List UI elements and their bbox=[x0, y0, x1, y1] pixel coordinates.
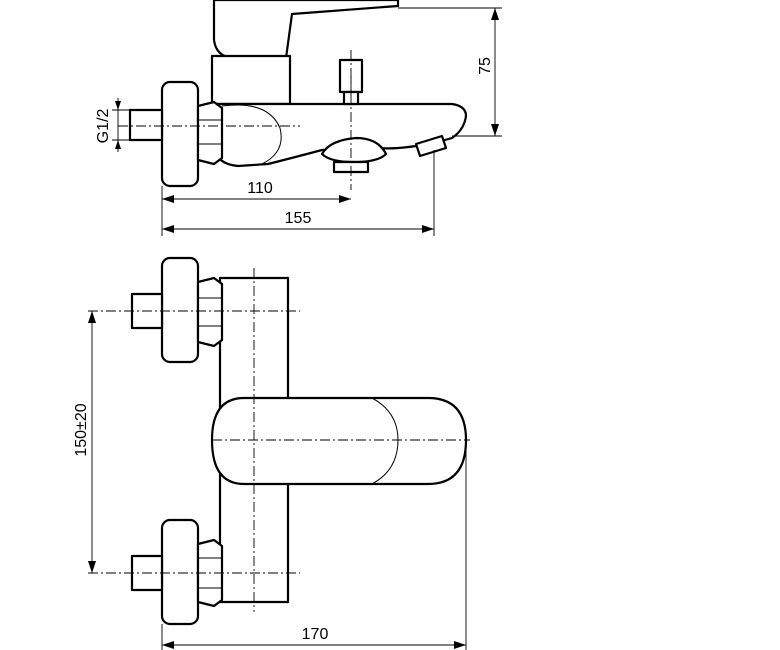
side-view-wall-flange bbox=[160, 80, 200, 188]
dimension-centers: 150±20 bbox=[73, 311, 96, 573]
front-view-upper-flange bbox=[160, 256, 200, 364]
dimension-depth-label: 155 bbox=[285, 210, 312, 227]
dimension-width-label: 170 bbox=[302, 626, 329, 643]
side-view-cartridge bbox=[210, 54, 292, 106]
side-view-shower-connector bbox=[414, 134, 448, 158]
front-view-upper-hex-nut bbox=[196, 276, 224, 348]
side-view-body-spout bbox=[214, 102, 468, 168]
side-view-lever bbox=[212, 0, 400, 60]
front-view-lever bbox=[210, 396, 468, 486]
dimension-outlet: 110 bbox=[161, 180, 351, 236]
side-view-body-nose bbox=[221, 104, 282, 165]
dimension-depth: 155 bbox=[162, 150, 435, 236]
front-view-lower-flange bbox=[160, 518, 200, 626]
dimension-height: 75 bbox=[398, 7, 502, 137]
side-view-hex-nut bbox=[196, 100, 224, 166]
dimension-thread-label: G1/2 bbox=[95, 109, 112, 144]
dimension-centers-label: 150±20 bbox=[73, 403, 90, 456]
dimension-height-label: 75 bbox=[477, 57, 494, 75]
side-view-inlet-pipe bbox=[128, 108, 164, 142]
dimension-width: 170 bbox=[161, 440, 467, 650]
dimension-outlet-label: 110 bbox=[247, 180, 273, 197]
front-view bbox=[88, 256, 470, 626]
side-view bbox=[118, 0, 468, 190]
dimension-thread: G1/2 bbox=[95, 98, 134, 152]
